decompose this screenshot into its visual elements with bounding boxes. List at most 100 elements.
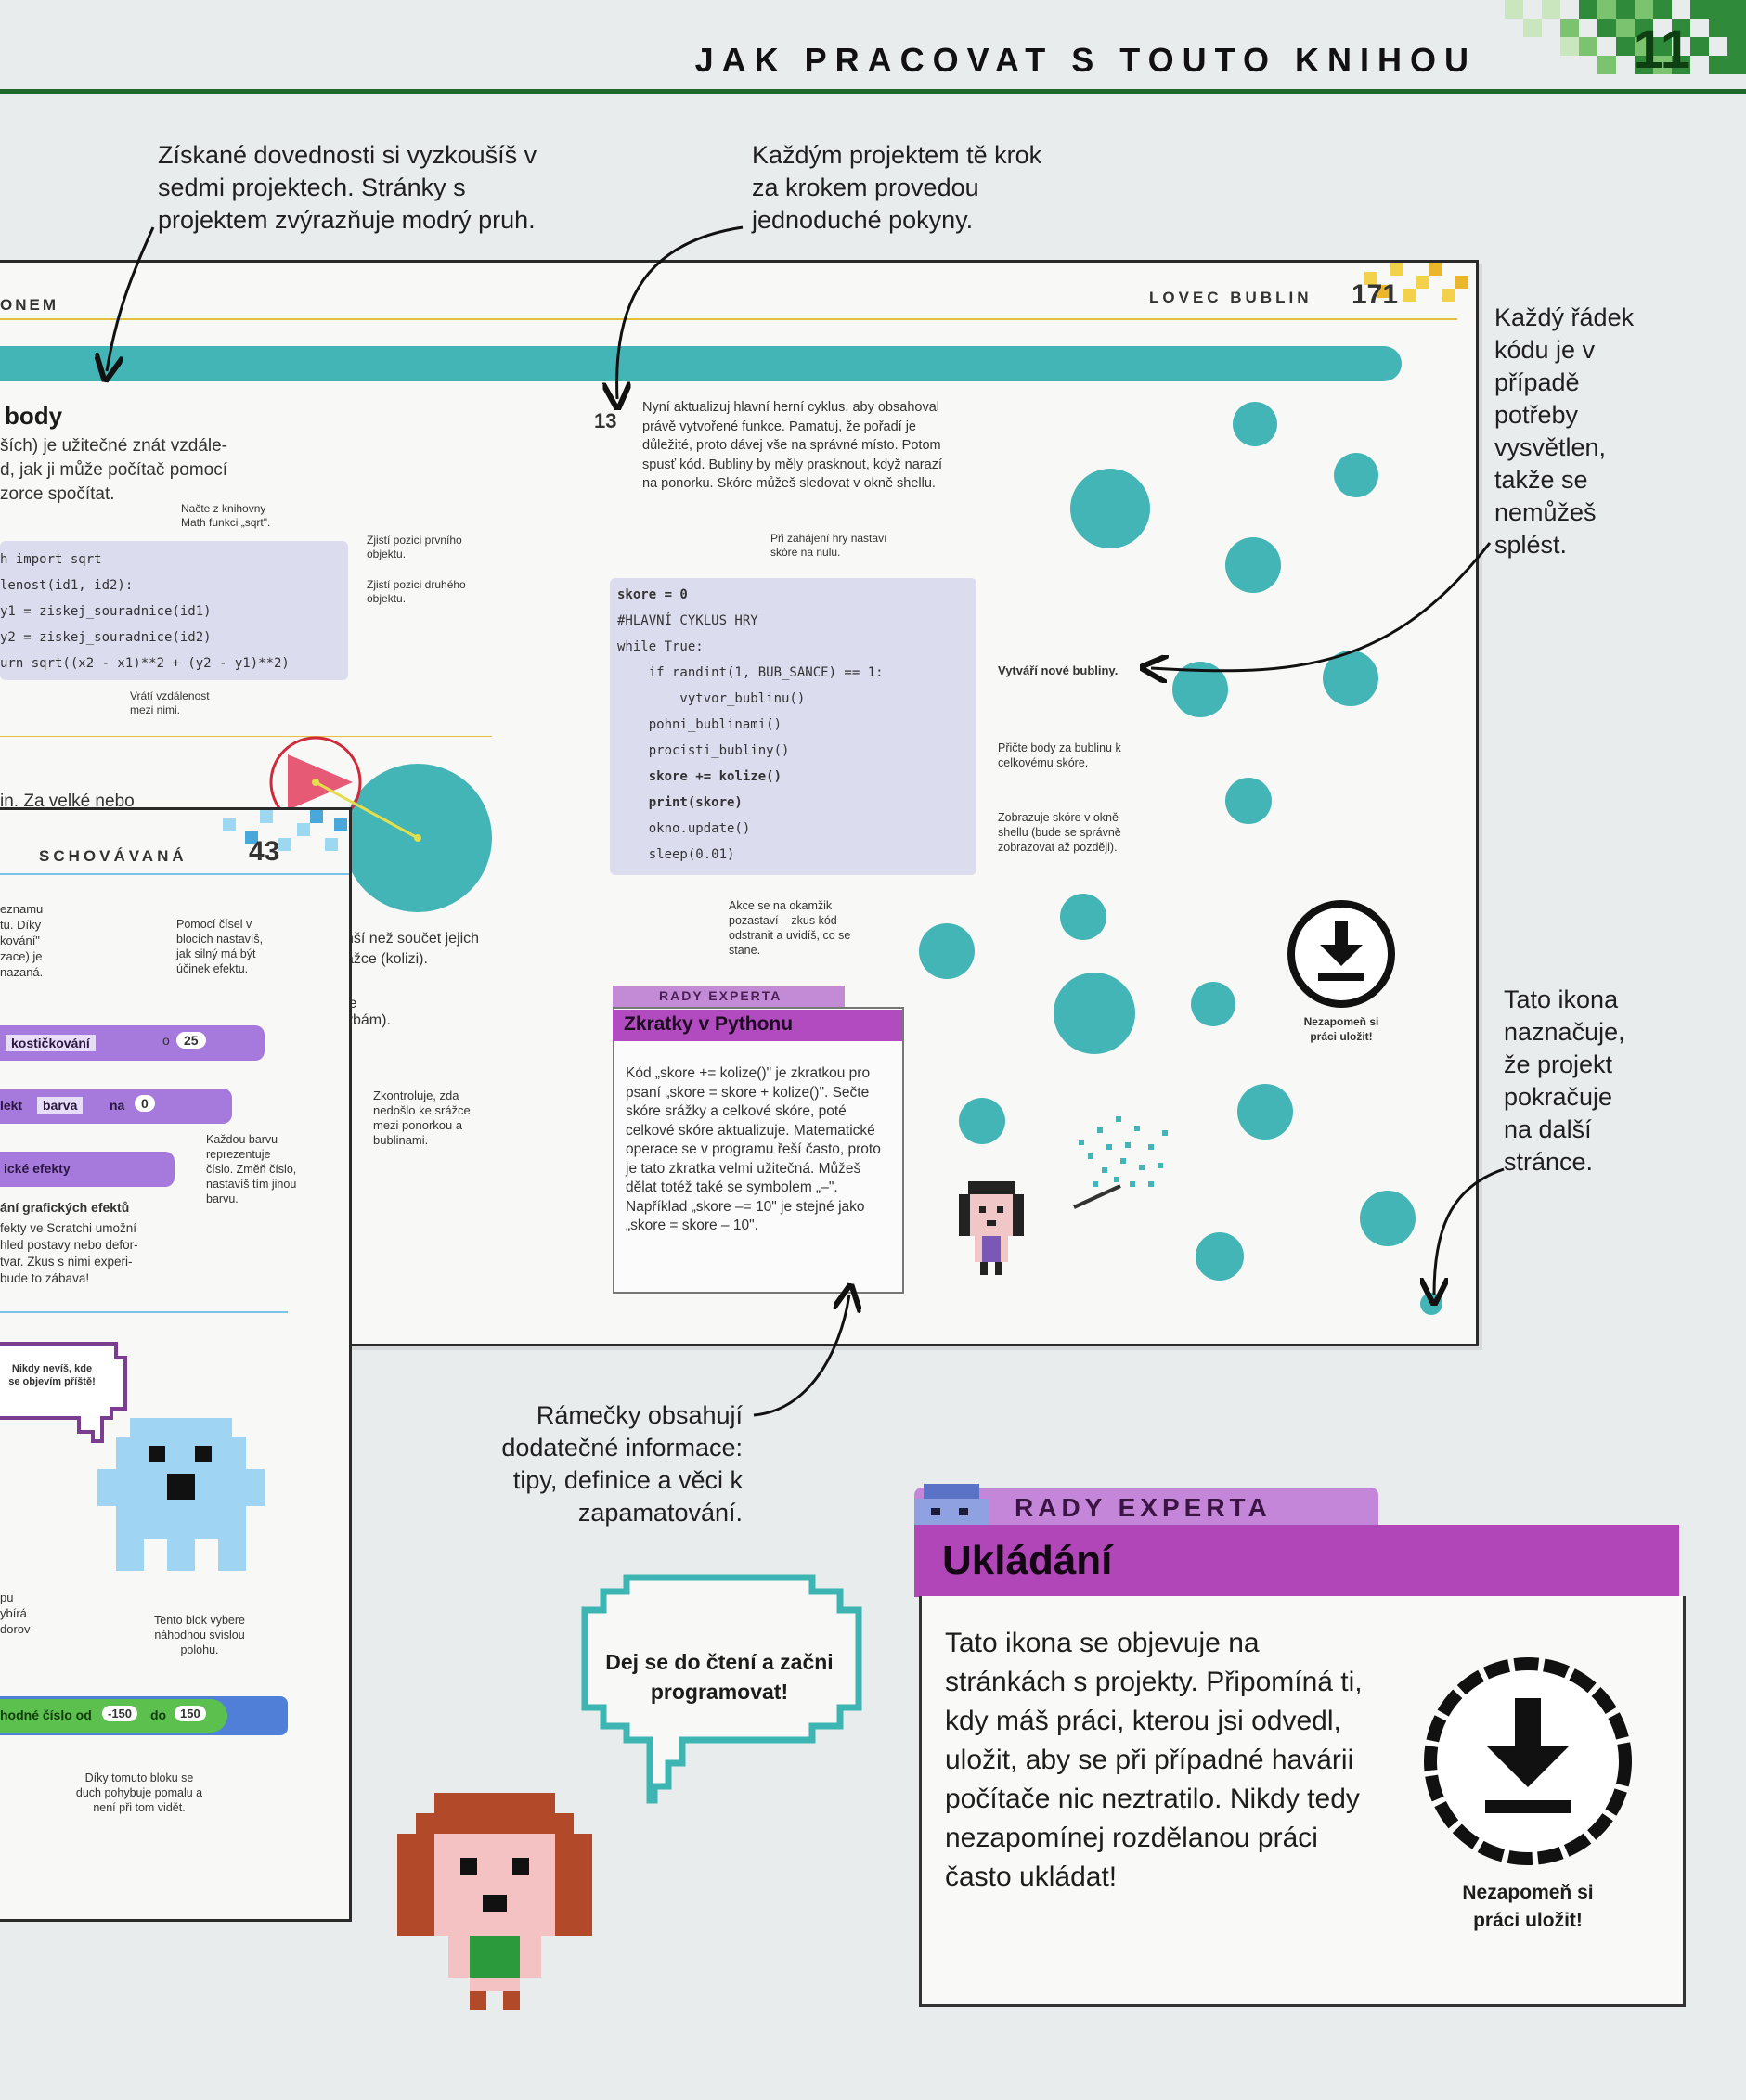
text-line: hled postavy nebo defor- [0,1238,138,1252]
code-line: y1 = ziskej_souradnice(id1) [0,604,212,619]
left-page-header: SCHOVÁVANÁ 43 [0,810,349,875]
mockup-section-title: body [5,402,63,430]
partial-text: ážce (kolizi). [345,951,428,967]
text-line: dorov- [0,1622,34,1636]
mockup-pixel-corner [1364,263,1468,302]
code-line: if randint(1, BUB_SANCE) == 1: [617,665,884,680]
tip-big-tab-label: RADY EXPERTA [1015,1493,1272,1522]
text-line: tu. Díky [0,918,42,932]
bubble [1334,453,1378,497]
scratch-block-random: hodné číslo od -150 do 150 [0,1699,227,1733]
save-icon-big-caption: Nezapomeň si práci uložit! [1462,1882,1594,1931]
text-line: na ponorku. Skóre můžeš sledovat v okně … [642,476,936,491]
page-number: 11 [1633,19,1690,80]
note-new: Vytváří nové bubliny. [998,663,1119,677]
mockup-page-number: 171 [1352,279,1399,310]
text-line: spusť kód. Bubliny by měly prasknout, kd… [642,457,942,472]
code-line: skore += kolize() [617,769,782,784]
save-icon [1287,900,1395,1008]
left-page-rule [0,873,349,875]
text-line: d, jak ji může počítač pomocí [0,460,227,480]
tip-small-text: Kód „skore += kolize()" je zkratkou pro … [626,1065,881,1233]
mockup-right-header: LOVEC BUBLIN [1149,289,1313,306]
tip-small-title-bar: Zkratky v Pythonu [613,1010,902,1041]
mockup-section-text: ších) je užitečné znát vzdále- d, jak ji… [0,434,227,507]
text-line: bude to zábava! [0,1271,90,1285]
effects-title: ání grafických efektů [0,1200,130,1215]
bubble [1172,662,1228,717]
text-line: Nyní aktualizuj hlavní herní cyklus, aby… [642,400,939,415]
bubble [1225,537,1281,593]
text-line: fekty ve Scratchi umožní [0,1221,137,1235]
note-block: Tento blok vybere náhodnou svislou poloh… [154,1614,245,1656]
tip-big-text: Tato ikona se objevuje na stránkách s pr… [945,1628,1363,1892]
text-line: ybírá [0,1606,27,1620]
code-line: while True: [617,639,704,654]
partial-text: ybám). [345,1012,391,1028]
text-line: eznamu [0,902,44,916]
random-mid: do [150,1707,167,1722]
text-line: kování" [0,934,40,947]
code-line: y2 = ziskej_souradnice(id2) [0,630,212,645]
step-text: Nyní aktualizuj hlavní herní cyklus, aby… [642,398,942,494]
left-page-mockup: SCHOVÁVANÁ 43 eznamu tu. Díky kování" za… [0,807,352,1922]
code-line: okno.update() [617,821,751,836]
bubble [1225,778,1272,824]
scratch-block-effects: ické efekty [0,1152,175,1187]
code-line: urn sqrt((x2 - x1)**2 + (y2 - y1)**2) [0,656,290,671]
project-blue-bar [0,346,1402,381]
text-line: zace) je [0,949,43,963]
note-returns: Vrátí vzdálenost mezi nimi. [130,689,210,716]
note-second: Zjistí pozici druhého objektu. [367,578,466,605]
code-line: h import sqrt [0,552,102,567]
partial-text: in. Za velké nebo [0,792,135,811]
text-line: právě vytvořené funkce. Pamatuj, že pořa… [642,419,916,434]
left-page-pixel-corner [223,810,347,851]
bubble [1070,469,1150,548]
random-from: -150 [102,1706,138,1721]
note-numbers: Pomocí čísel v blocích nastavíš, jak sil… [176,918,264,975]
tip-small-title: Zkratky v Pythonu [624,1013,794,1035]
step-number: 13 [594,409,617,432]
ghost-speech-text: Nikdy nevíš, kde se objevím příště! [8,1363,96,1387]
bubble [1360,1191,1416,1246]
text-line: tvar. Zkus s nimi experi- [0,1255,133,1269]
ghost-speech-bubble [0,1342,127,1443]
text-line: důležité, proto dávej vše na správné mís… [642,438,941,453]
note-ghost: Díky tomuto bloku se duch pohybuje pomal… [75,1771,203,1814]
caption-icon: Tato ikona naznačuje, že projekt pokraču… [1504,986,1625,1176]
block3-label: ické efekty [4,1161,71,1176]
bubble [959,1098,1005,1144]
splash-icon [1073,1116,1168,1209]
block2-mid: na [110,1098,125,1113]
code-line: lenost(id1, id2): [0,578,134,593]
section-rule [0,1311,288,1313]
block1-value: 25 [176,1032,206,1049]
code-line: vytvor_bublinu() [617,691,806,706]
mockup-top-rule [0,318,1457,320]
speech-bubble-big [581,1574,862,1804]
bubble [1323,651,1378,706]
code-line: sleep(0.01) [617,847,735,862]
bubble [1420,1293,1442,1315]
pixel-character-big [397,1793,592,2010]
block1-label: kostičkování [6,1035,96,1051]
bubble [1196,1232,1244,1281]
note-sqrt: Načte z knihovny Math funkci „sqrt". [181,502,271,529]
partial-text: nší než součet jejich [345,931,480,947]
tip-tab-robot-icon [914,1484,989,1525]
tip-big-title: Ukládání [942,1538,1113,1583]
speech-big-text: Dej se do čtení a začni programovat! [605,1650,834,1704]
caption-projects: Získané dovednosti si vyzkoušíš v sedmi … [158,141,537,234]
note-first: Zjistí pozici prvního objektu. [367,534,462,560]
code-line: procisti_bubliny() [617,743,790,758]
note-add: Přičte body za bublinu k celkovému skóre… [998,741,1121,769]
tip-big-title-bar: Ukládání [914,1525,1679,1597]
tip-box-big: Tato ikona se objevuje na stránkách s pr… [919,1596,1686,2007]
text-line: zorce spočítat. [0,484,115,504]
note-checks: Zkontroluje, zda nedošlo ke srážce mezi … [373,1089,471,1147]
note-start: Při zahájení hry nastaví skóre na nulu. [770,532,887,559]
save-icon-caption: Nezapomeň si práci uložit! [1303,1015,1379,1043]
header-title: JAK PRACOVAT S TOUTO KNIHOU [694,41,1477,79]
note-pause: Akce se na okamžik pozastaví – zkus kód … [729,899,851,957]
